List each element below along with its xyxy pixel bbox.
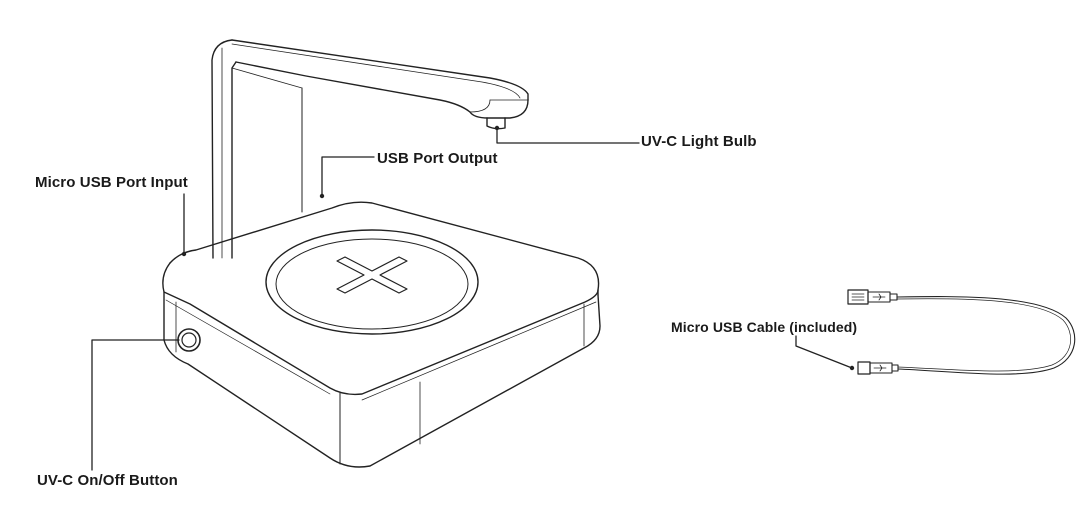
charging-base [162, 201, 601, 468]
label-uv-light-bulb: UV-C Light Bulb [641, 133, 757, 150]
leader-usb-output [321, 156, 375, 197]
label-micro-usb-cable: Micro USB Cable (included) [671, 319, 858, 335]
callout-leaders [91, 127, 853, 471]
micro-usb-cable [847, 289, 1076, 375]
leader-cable [795, 335, 853, 369]
label-usb-port-output: USB Port Output [377, 150, 498, 167]
leader-on-off-button [91, 339, 180, 471]
label-micro-usb-port-input: Micro USB Port Input [35, 174, 188, 191]
uv-arm [211, 39, 529, 259]
leader-uv-bulb [496, 127, 640, 144]
label-on-off-button: UV-C On/Off Button [37, 472, 178, 489]
